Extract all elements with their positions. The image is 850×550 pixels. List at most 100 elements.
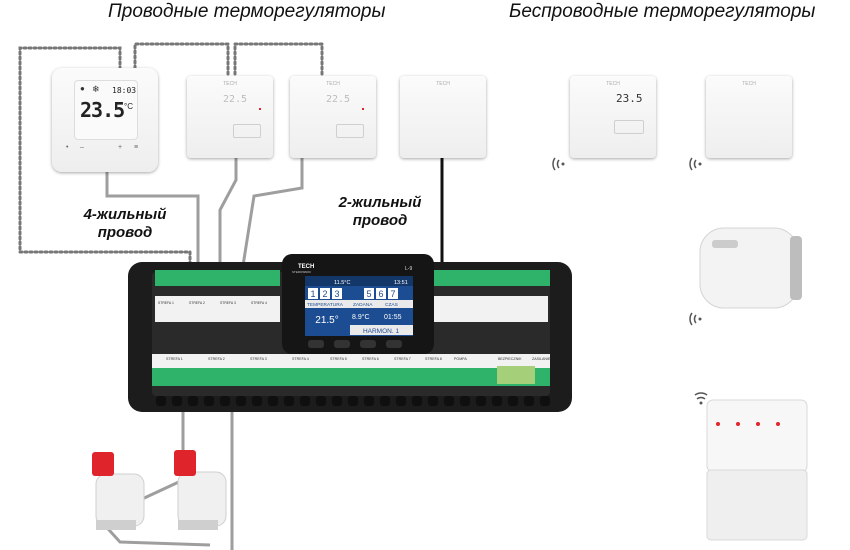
zone-labels: STREFA 1 STREFA 2 STREFA 3 STREFA 4 STRE…	[166, 357, 551, 361]
gray-wire-thermostat-3	[240, 158, 304, 273]
screen-status-temp: 11.5°C	[334, 280, 350, 286]
wireless-radiator-actuator	[699, 227, 802, 309]
chassis-tooth	[380, 396, 390, 406]
controller-button-1[interactable]	[308, 340, 324, 348]
actuator-1	[92, 452, 145, 530]
label-two-wire-cable: 2-жильный провод	[338, 194, 422, 229]
thermostat-wireless-1-reading: 23.5	[616, 92, 643, 105]
screen-clock: 13:51	[394, 280, 408, 286]
gray-wire-main-thermostat	[105, 170, 200, 272]
dotted-wire-loop-3	[233, 42, 324, 76]
top-zone-label-2: STREFA 2	[189, 301, 205, 305]
thermostat-wired-2[interactable]: TECH 22.5	[187, 76, 273, 158]
thermostat-wired-3[interactable]: TECH 22.5	[290, 76, 376, 158]
screen-time-left: 01:55	[384, 314, 402, 321]
top-label-strip-right	[430, 296, 548, 322]
controller-brand-sub: STEROWNIKI	[292, 270, 311, 274]
top-zone-label-4: STREFA 4	[251, 301, 267, 305]
chassis-tooth	[332, 396, 342, 406]
zone-label-5: STREFA 5	[330, 357, 347, 361]
screen-mode-row	[350, 325, 413, 335]
thermostat-brand: TECH	[436, 81, 450, 87]
fuse-block	[497, 366, 535, 384]
top-label-strip	[155, 296, 280, 322]
chassis-tooth	[396, 396, 406, 406]
minus-icon[interactable]: –	[80, 144, 84, 151]
chassis-tooth	[188, 396, 198, 406]
chassis-tooth	[444, 396, 454, 406]
dotted-wire-loop-2	[133, 42, 230, 76]
controller-brand: TECH	[298, 264, 314, 270]
chassis-tooth	[300, 396, 310, 406]
plus-icon[interactable]: +	[118, 144, 123, 151]
thermostat-brand: TECH	[742, 81, 756, 87]
top-terminal-strip-right	[430, 270, 550, 286]
top-terminal-strip	[155, 270, 280, 286]
chassis-tooth	[412, 396, 422, 406]
screen-zone-6: 6	[378, 289, 383, 299]
thermostat-wireless-1-buttons[interactable]	[614, 120, 644, 134]
screen-set-temp: 8.9°C	[352, 313, 370, 321]
screen-zone-2: 2	[322, 289, 327, 299]
thermostat-wired-2-buttons[interactable]	[233, 124, 261, 138]
thermostat-wireless-1[interactable]: TECH 23.5	[570, 76, 656, 158]
controller-button-4[interactable]	[386, 340, 402, 348]
wifi-signal-icon	[689, 312, 702, 326]
chassis-tooth	[460, 396, 470, 406]
thermostat-main-unit: °C	[124, 102, 133, 111]
zone-label-7: STREFA 7	[394, 357, 411, 361]
chassis-tooth	[348, 396, 358, 406]
gray-wire-thermostat-2	[218, 158, 238, 272]
chassis-tooth	[220, 396, 230, 406]
zone-label-1: STREFA 1	[166, 357, 183, 361]
dotted-wire-loop-1	[18, 46, 192, 266]
zone-label-4: STREFA 4	[292, 357, 309, 361]
chassis-tooth	[492, 396, 502, 406]
thermostat-wired-3-buttons[interactable]	[336, 124, 364, 138]
screen-col-set: ZADANA	[353, 302, 373, 308]
thermostat-brand: TECH	[223, 81, 237, 87]
screen-mode: HARMON. 1	[363, 328, 400, 335]
top-zone-label-3: STREFA 3	[220, 301, 236, 305]
thermostat-brand: TECH	[326, 81, 340, 87]
screen-zone-3: 3	[334, 289, 339, 299]
zone-boxes	[308, 288, 398, 299]
chassis-tooth	[172, 396, 182, 406]
chassis-tooth	[204, 396, 214, 406]
actuator-2	[174, 450, 227, 530]
thermostat-wired-3-reading: 22.5	[326, 94, 351, 105]
wifi-signal-icon	[689, 157, 702, 171]
thermostat-wired-2-reading: 22.5	[223, 94, 248, 105]
menu-icon[interactable]: ≡	[134, 144, 139, 151]
thermostat-wired-4[interactable]: TECH	[400, 76, 486, 158]
power-icon[interactable]: •	[66, 144, 69, 151]
chassis-tooth	[284, 396, 294, 406]
zone-label-8: STREFA 8	[425, 357, 442, 361]
thermostat-wireless-2[interactable]: TECH	[706, 76, 792, 158]
thermostat-main-clock: 18:03	[112, 86, 137, 95]
thermostat-brand: TECH	[606, 81, 620, 87]
controller-button-3[interactable]	[360, 340, 376, 348]
screen-zone-1: 1	[310, 289, 315, 299]
bottom-terminal-strip	[152, 368, 550, 386]
chassis-tooth	[524, 396, 534, 406]
screen-zone-7: 7	[390, 289, 395, 299]
heading-wireless-thermostats: Беспроводные терморегуляторы	[509, 1, 816, 22]
zone-label-fuse: BEZPIECZNIK	[498, 357, 522, 361]
chassis-tooth	[540, 396, 550, 406]
chassis-tooth	[252, 396, 262, 406]
drop-icon: ●	[80, 84, 85, 93]
chassis-tooth	[364, 396, 374, 406]
bottom-label-strip	[152, 354, 550, 368]
zone-label-6: STREFA 6	[362, 357, 379, 361]
chassis-tooth	[316, 396, 326, 406]
zone-label-3: STREFA 3	[250, 357, 267, 361]
indicator-dot	[259, 108, 261, 110]
screen-top-bar	[305, 276, 413, 286]
screen-col-time: CZAS	[385, 302, 398, 308]
screen-header-row	[305, 300, 413, 308]
controller-button-2[interactable]	[334, 340, 350, 348]
thermostat-main-display[interactable]: 18:03 ❄ ● 23.5 °C – + ≡ •	[52, 68, 158, 172]
zone-label-2: STREFA 2	[208, 357, 225, 361]
